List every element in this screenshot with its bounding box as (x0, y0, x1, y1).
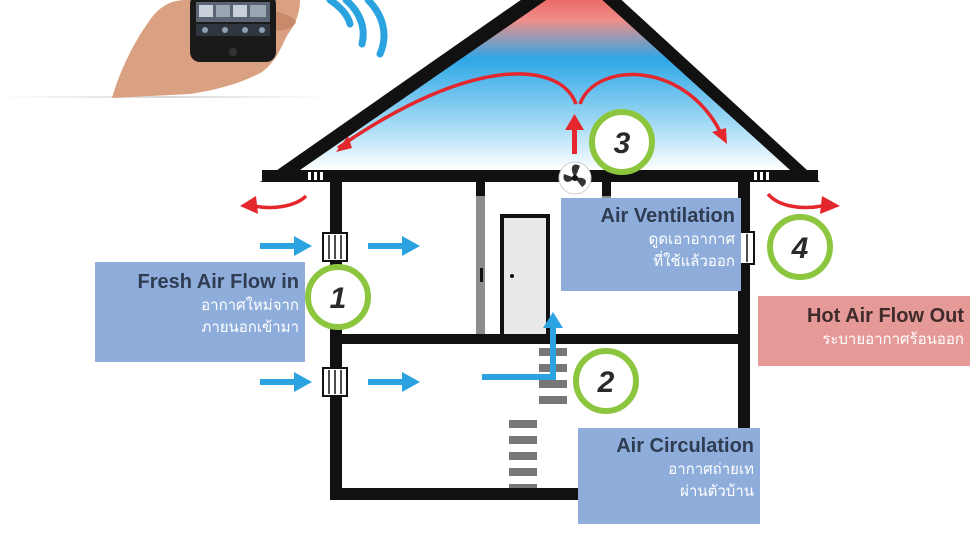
ventilation-line2: ที่ใช้แล้วออก (653, 252, 735, 270)
badge-4: 4 (767, 214, 833, 280)
badge-4-number: 4 (791, 232, 809, 265)
door (480, 214, 550, 334)
fresh-air-line1: อากาศใหม่จาก (201, 296, 299, 314)
fresh-air-arrows (260, 236, 420, 392)
hot-air-line1: ระบายอากาศร้อนออก (822, 330, 964, 348)
circulation-arrow (482, 312, 563, 380)
hot-air-out-right-arrow (766, 192, 840, 214)
ventilation-line1: ดูดเอาอากาศ (648, 230, 736, 248)
attic-airflow-arrows (336, 72, 727, 152)
attic-gradient (300, 0, 790, 170)
badge-1: 1 (305, 264, 371, 330)
backdrop-line (0, 96, 330, 98)
circulation-line2: ผ่านตัวบ้าน (680, 482, 754, 500)
left-eave-vent (308, 172, 323, 180)
wall-vent-right (739, 231, 755, 265)
circulation-label: Air Circulation อากาศถ่ายเท ผ่านตัวบ้าน (578, 428, 760, 524)
badge-3: 3 (589, 109, 655, 175)
fresh-air-label: Fresh Air Flow in อากาศใหม่จาก ภายนอกเข้… (95, 262, 305, 362)
fresh-air-title: Fresh Air Flow in (137, 271, 300, 293)
badge-2: 2 (573, 348, 639, 414)
circulation-line1: อากาศถ่ายเท (668, 460, 754, 478)
ventilation-title: Air Ventilation (600, 205, 735, 227)
wifi-signal-icon (326, 0, 388, 58)
fan-icon (558, 161, 592, 195)
exhaust-up-arrow (565, 114, 584, 154)
roof (260, 0, 820, 182)
circulation-title: Air Circulation (616, 435, 754, 457)
hot-air-label: Hot Air Flow Out ระบายอากาศร้อนออก (758, 296, 970, 366)
right-eave-vent (754, 172, 769, 180)
fresh-air-line2: ภายนอกเข้ามา (201, 318, 299, 336)
wall-vent-lower-left (322, 367, 348, 397)
hand-with-smartphone (112, 0, 300, 98)
hot-air-title: Hot Air Flow Out (806, 305, 964, 327)
staircase (509, 348, 567, 488)
hot-air-out-left-arrow (240, 194, 308, 214)
wall-vent-upper-left (322, 232, 348, 262)
interior-wall-grey (476, 196, 485, 334)
ventilation-label: Air Ventilation ดูดเอาอากาศ ที่ใช้แล้วออ… (561, 198, 741, 291)
badge-2-number: 2 (597, 366, 615, 399)
badge-1-number: 1 (330, 282, 347, 315)
smartphone-icon (190, 0, 276, 62)
badge-3-number: 3 (614, 127, 631, 160)
